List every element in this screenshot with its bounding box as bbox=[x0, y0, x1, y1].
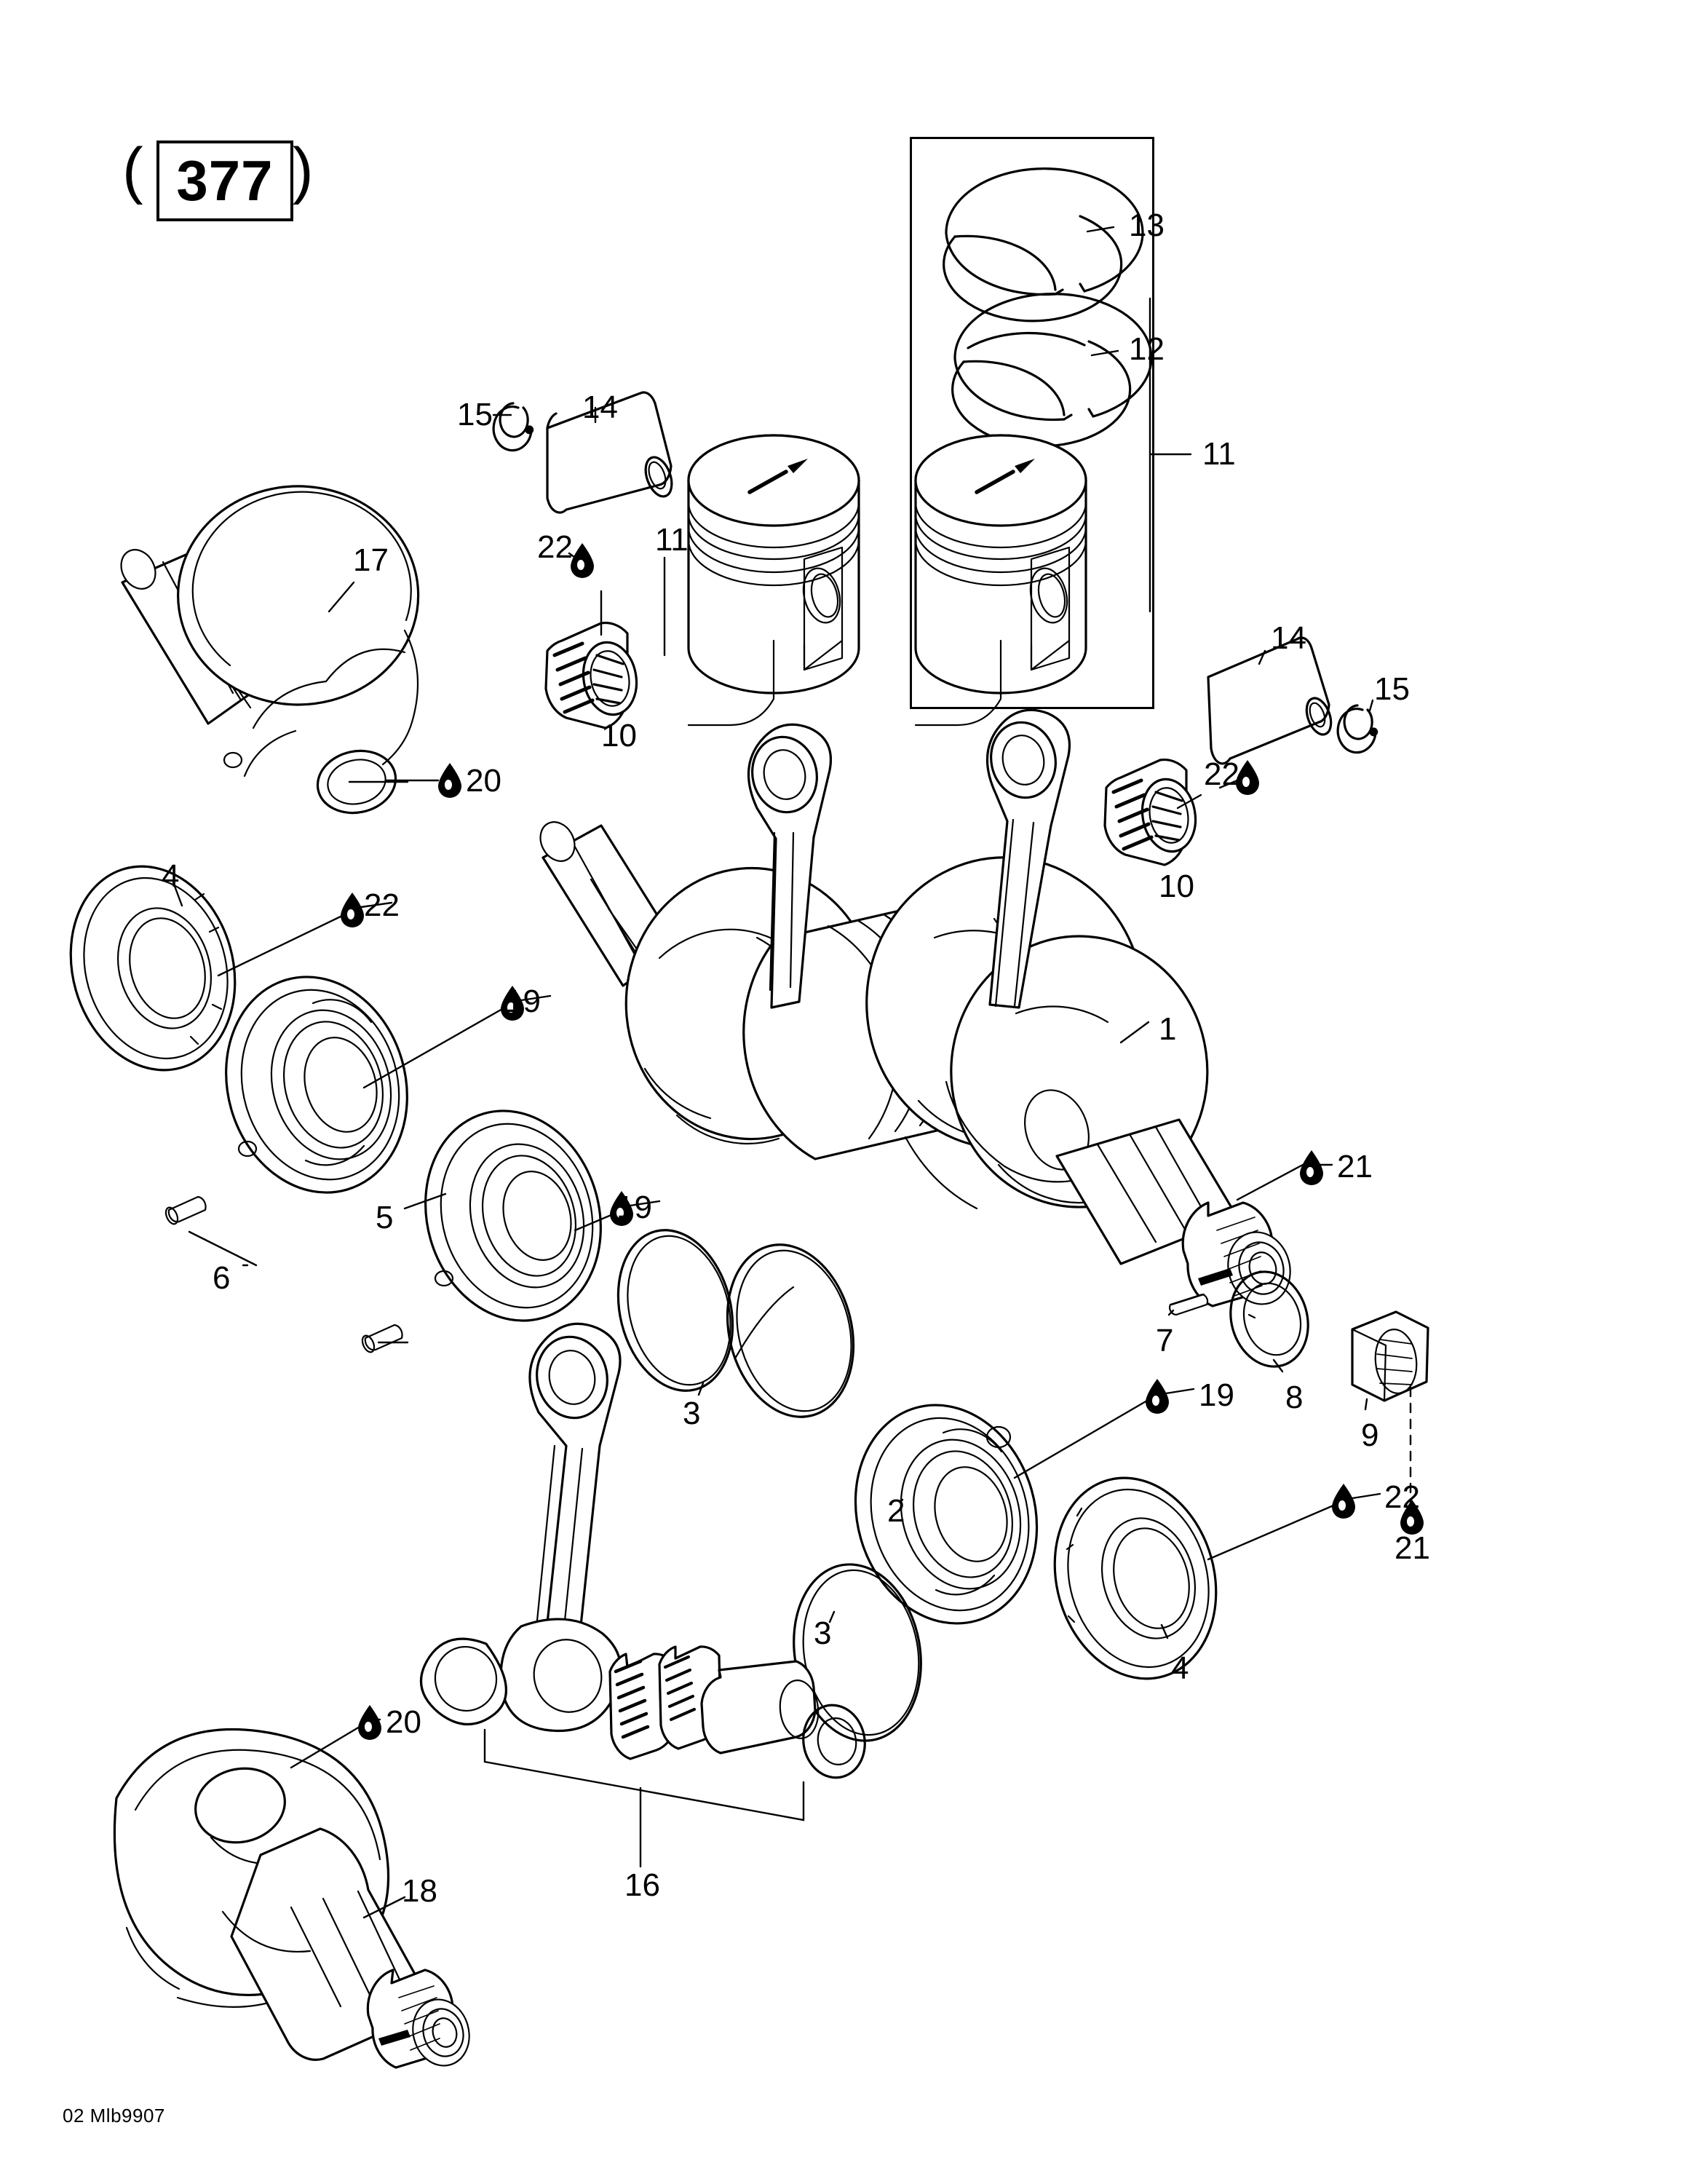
callout-13: 13 bbox=[1129, 207, 1165, 243]
callout-5: 5 bbox=[376, 1200, 394, 1235]
callout-19c: 19 bbox=[1199, 1377, 1234, 1413]
callout-11a: 11 bbox=[655, 522, 689, 558]
oil-drop-icon bbox=[341, 893, 364, 927]
oil-drop-icon bbox=[1146, 1379, 1169, 1414]
model-number: 377 bbox=[176, 149, 274, 213]
oil-drop-icon bbox=[1300, 1150, 1323, 1185]
hex-nut-art bbox=[1351, 1310, 1429, 1402]
callout-14a: 14 bbox=[582, 389, 618, 425]
callout-2: 2 bbox=[887, 1493, 905, 1529]
callout-22a: 22 bbox=[537, 529, 573, 565]
callout-22b: 22 bbox=[364, 887, 400, 923]
callout-15a: 15 bbox=[457, 397, 493, 432]
circlip-right-art bbox=[1336, 704, 1378, 754]
callout-15b: 15 bbox=[1374, 671, 1410, 707]
callout-10b: 10 bbox=[1159, 869, 1194, 904]
locating-pin-left-art bbox=[164, 1195, 207, 1225]
callout-3b: 3 bbox=[814, 1615, 832, 1651]
oil-drop-icon bbox=[438, 763, 461, 798]
oil-seal-left-art bbox=[69, 865, 237, 1072]
callout-4a: 4 bbox=[162, 858, 180, 894]
crank-half-mag-art bbox=[113, 1728, 470, 2069]
callout-20b: 20 bbox=[386, 1704, 421, 1740]
callout-1: 1 bbox=[1159, 1011, 1177, 1047]
callout-8: 8 bbox=[1285, 1380, 1304, 1415]
piston-kit-box bbox=[910, 137, 1154, 709]
crankshaft-assembly-art bbox=[539, 708, 1291, 1307]
oil-drop-icon bbox=[610, 1191, 633, 1226]
piston-pin-right-art bbox=[1207, 636, 1333, 765]
lock-washer-art bbox=[1229, 1270, 1309, 1368]
callout-17: 17 bbox=[353, 542, 389, 578]
callout-11b: 11 bbox=[1202, 436, 1236, 472]
oil-seal-right-art bbox=[1053, 1476, 1218, 1680]
oil-drop-icon bbox=[1400, 1500, 1424, 1535]
callout-19b: 19 bbox=[616, 1190, 652, 1225]
callout-7: 7 bbox=[1156, 1323, 1174, 1358]
callout-20a: 20 bbox=[466, 763, 501, 799]
ball-bearing-5b-art bbox=[424, 1109, 602, 1322]
model-number-box: 377 bbox=[156, 141, 293, 221]
callout-9: 9 bbox=[1361, 1417, 1379, 1453]
piston-left-art bbox=[687, 434, 860, 727]
needle-bearing-left-art bbox=[544, 621, 638, 729]
callout-3a: 3 bbox=[683, 1396, 701, 1431]
callout-10a: 10 bbox=[601, 718, 637, 753]
circlip-left-art bbox=[492, 402, 534, 452]
piston-right-art bbox=[914, 434, 1087, 727]
callout-22d: 22 bbox=[1384, 1479, 1420, 1515]
title-close-paren: ) bbox=[293, 135, 314, 205]
callout-22c: 22 bbox=[1204, 756, 1239, 792]
callout-4b: 4 bbox=[1171, 1650, 1189, 1686]
oil-drop-icon bbox=[358, 1705, 381, 1740]
piston-ring-second-art bbox=[951, 293, 1153, 448]
woodruff-key-art bbox=[1169, 1293, 1209, 1316]
needle-bearing-right-art bbox=[1103, 758, 1197, 866]
callout-16: 16 bbox=[624, 1867, 660, 1903]
callout-14b: 14 bbox=[1271, 620, 1306, 656]
oil-drop-markers bbox=[341, 543, 1424, 1740]
footer-code: 02 Mlb9907 bbox=[63, 2105, 165, 2126]
callout-19a: 19 bbox=[505, 984, 541, 1019]
callout-12: 12 bbox=[1129, 331, 1165, 367]
piston-ring-top-art bbox=[943, 167, 1144, 323]
oil-drop-icon bbox=[1332, 1484, 1355, 1519]
callout-6: 6 bbox=[213, 1260, 231, 1296]
callout-21a: 21 bbox=[1337, 1149, 1373, 1184]
ball-bearing-2-art bbox=[854, 1404, 1039, 1625]
ball-bearing-5-art bbox=[225, 976, 408, 1194]
oil-drop-icon bbox=[571, 543, 594, 578]
locating-pin-right-art bbox=[361, 1324, 403, 1353]
title-open-paren: ( bbox=[122, 135, 143, 205]
o-ring-pair-art bbox=[616, 1229, 855, 1418]
crank-half-pto-art bbox=[120, 485, 420, 815]
leader-lines bbox=[172, 226, 1412, 1919]
oil-drop-icon bbox=[501, 986, 524, 1021]
callout-21b: 21 bbox=[1395, 1530, 1430, 1566]
connecting-rod-kit-art bbox=[419, 1322, 866, 1865]
oil-drop-icon bbox=[1236, 760, 1259, 795]
piston-pin-left-art bbox=[546, 391, 673, 514]
callout-18: 18 bbox=[402, 1873, 437, 1909]
